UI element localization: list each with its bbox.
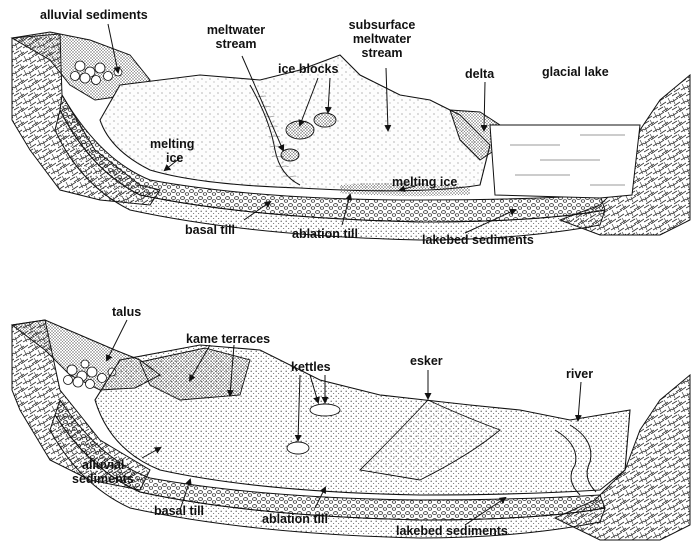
label-kettles: kettles	[291, 361, 331, 374]
label-subsurface-line1: subsurface	[349, 19, 416, 32]
label-subsurface-line3: stream	[362, 47, 403, 60]
label-glacial-lake: glacial lake	[542, 66, 609, 79]
label-alluvial-bottom-line2: sediments	[72, 473, 134, 486]
label-melting-ice-left-line1: melting	[150, 138, 194, 151]
label-meltwater-stream-line1: meltwater	[207, 24, 265, 37]
top-panel-drawing	[12, 24, 690, 240]
label-kame-terraces: kame terraces	[186, 333, 270, 346]
label-alluvial-sediments-top: alluvial sediments	[40, 9, 148, 22]
label-ice-blocks: ice blocks	[278, 63, 338, 76]
label-river: river	[566, 368, 593, 381]
label-basal-till-top: basal till	[185, 224, 235, 237]
label-ablation-till-bottom: ablation till	[262, 513, 328, 526]
label-alluvial-bottom-line1: alluvial	[82, 459, 124, 472]
label-ablation-till-top: ablation till	[292, 228, 358, 241]
label-esker: esker	[410, 355, 443, 368]
label-basal-till-bottom: basal till	[154, 505, 204, 518]
bottom-panel-drawing	[12, 320, 690, 540]
label-meltwater-stream-line2: stream	[216, 38, 257, 51]
label-melting-ice-right: melting ice	[392, 176, 457, 189]
label-subsurface-line2: meltwater	[353, 33, 411, 46]
kettle-lower	[287, 442, 309, 454]
label-talus: talus	[112, 306, 141, 319]
kettle-upper	[310, 404, 340, 416]
label-lakebed-sediments-bottom: lakebed sediments	[396, 525, 508, 538]
glacial-lake	[490, 125, 640, 198]
label-delta: delta	[465, 68, 494, 81]
label-melting-ice-left-line2: ice	[166, 152, 183, 165]
label-lakebed-sediments-top: lakebed sediments	[422, 234, 534, 247]
